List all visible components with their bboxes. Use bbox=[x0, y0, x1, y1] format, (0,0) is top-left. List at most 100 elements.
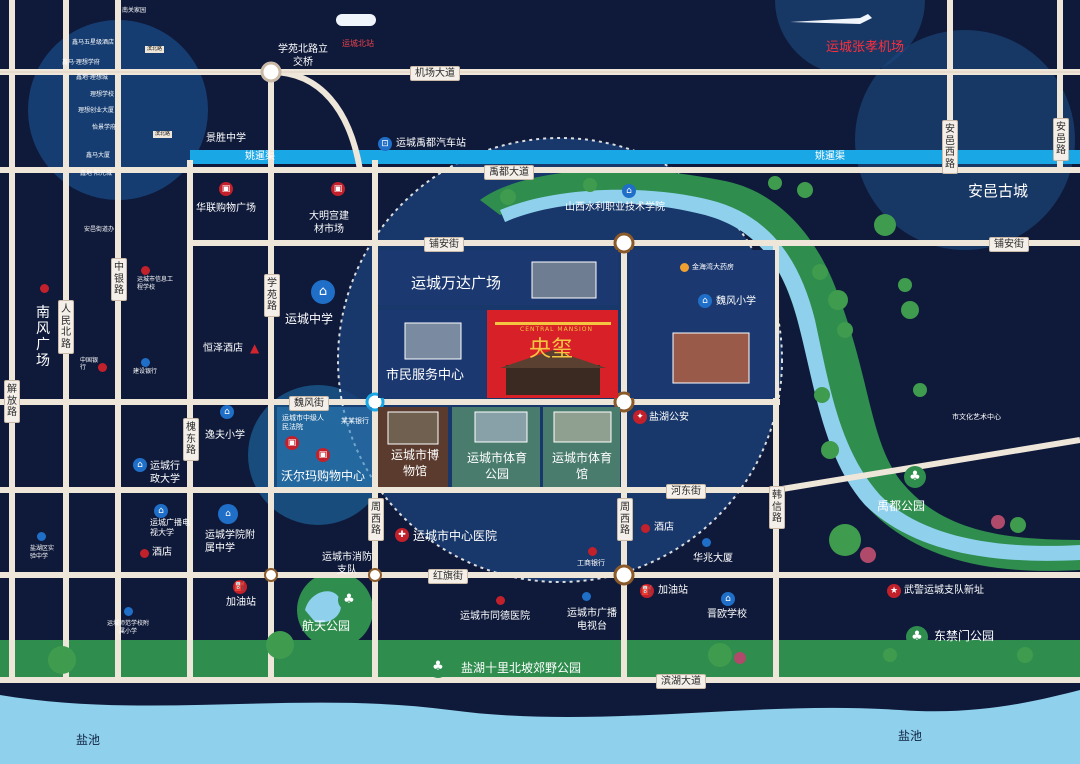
hero-brand[interactable]: 央玺 bbox=[529, 337, 574, 362]
walmart-label: 沃尔玛购物中心 bbox=[281, 469, 366, 483]
road-weifeng: 魏风街 bbox=[289, 396, 329, 411]
inset-item-6: 鑫马大厦 bbox=[86, 152, 111, 159]
stadium-label[interactable]: 运城市体育馆 bbox=[552, 451, 613, 481]
road-anyi: 安邑路 bbox=[1053, 118, 1069, 161]
hotel-pin-icon: ▲ bbox=[250, 341, 260, 355]
road-zhouxi-south: 周西路 bbox=[368, 498, 384, 541]
court-icon: ▣ bbox=[285, 436, 299, 450]
hangtian-park-label: 航天公园 bbox=[302, 619, 351, 633]
gas-icon: ⛽ bbox=[640, 584, 654, 598]
road-hanxin: 韩信路 bbox=[769, 486, 785, 529]
school-icon: ⌂ bbox=[220, 405, 234, 419]
bus-icon: ⊡ bbox=[378, 137, 392, 151]
road-binhu: 滨湖大道 bbox=[656, 674, 706, 689]
sports-park-label[interactable]: 运城市体育公园 bbox=[466, 451, 527, 481]
road-hedong: 河东街 bbox=[666, 484, 706, 499]
road-hongqi: 红旗街 bbox=[428, 569, 468, 584]
art-center-label: 市文化艺术中心 bbox=[952, 413, 1001, 421]
jinou-label: 晋欧学校 bbox=[707, 609, 747, 620]
hualian-label: 华联购物广场 bbox=[196, 203, 256, 214]
airport-label: 运城张孝机场 bbox=[826, 40, 905, 55]
ccb-label: 建设银行 bbox=[133, 368, 158, 375]
road-xueyuan: 学苑路 bbox=[264, 274, 280, 317]
pharmacy-icon bbox=[680, 263, 689, 272]
road-puan: 铺安街 bbox=[424, 237, 464, 252]
school-icon bbox=[124, 607, 133, 616]
shimin-label[interactable]: 市民服务中心 bbox=[386, 368, 465, 383]
bus-station-label: 运城禹都汽车站 bbox=[396, 138, 466, 149]
nanfeng-label: 南风广场 bbox=[36, 305, 50, 370]
museum-label[interactable]: 运城市博物馆 bbox=[390, 448, 439, 478]
zhongxin-hosp-label: 运城市中心医院 bbox=[413, 529, 498, 543]
police-label: 盐湖公安 bbox=[649, 412, 689, 423]
hospital-icon: ✚ bbox=[395, 528, 409, 542]
salt-lake-east: 盐池 bbox=[898, 729, 923, 743]
canal-east: 姚暹渠 bbox=[815, 151, 845, 162]
hero-brand-sub: CENTRAL MANSION bbox=[520, 326, 593, 333]
school-icon: ⌂ bbox=[698, 294, 712, 308]
pharmacy-label: 金海湾大药房 bbox=[692, 263, 734, 271]
inset-item-5: 怡景学府 bbox=[92, 124, 117, 131]
xinfu-label: 运城市信息工程学校 bbox=[137, 276, 174, 291]
anyi-label: 安邑古城 bbox=[968, 182, 1029, 200]
xuefu-label: 运城学院附属中学 bbox=[205, 530, 255, 554]
bank-inside-label: 某某银行 bbox=[341, 417, 369, 425]
chinabank-label: 中国银行 bbox=[80, 357, 99, 372]
hotel2-label: 酒店 bbox=[654, 522, 674, 533]
dongjin-park-label: 东禁门公园 bbox=[934, 629, 995, 643]
road-yudu: 禹都大道 bbox=[484, 165, 534, 180]
wanda-label[interactable]: 运城万达广场 bbox=[411, 274, 502, 292]
road-huaidong: 槐东路 bbox=[183, 418, 199, 461]
bank-icon bbox=[98, 363, 107, 372]
yanhu-park-label: 盐湖十里北坡郊野公园 bbox=[461, 661, 582, 675]
tv-icon bbox=[582, 592, 591, 601]
train-station-label: 运城北站 bbox=[342, 39, 374, 48]
gas2-label: 加油站 bbox=[658, 585, 688, 596]
wujing-label: 武警运城支队新址 bbox=[904, 585, 984, 596]
yudu-park-label: 禹都公园 bbox=[877, 499, 926, 513]
park-tree-icon: ♣ bbox=[338, 589, 360, 611]
gas-label: 加油站 bbox=[226, 597, 256, 608]
huazhao-label: 华兆大厦 bbox=[693, 553, 733, 564]
hotel-icon bbox=[641, 524, 650, 533]
school-icon bbox=[141, 266, 150, 275]
inset-item-2: 鑫地·理想城 bbox=[76, 74, 108, 81]
park-tree-icon: ♣ bbox=[906, 626, 928, 648]
gas-icon: ⛽ bbox=[233, 580, 247, 594]
school-icon: ⌂ bbox=[154, 504, 168, 518]
hotel-icon bbox=[140, 549, 149, 558]
xiaofang-label: 运城市消防支队 bbox=[322, 552, 372, 576]
building-icon bbox=[702, 538, 711, 547]
inset-item-7: 鑫地·阳光城 bbox=[80, 170, 112, 177]
interchange-label: 学苑北路立交桥 bbox=[278, 44, 328, 68]
dianshi-label: 运城广播电视大学 bbox=[150, 518, 190, 538]
park-tree-icon: ♣ bbox=[904, 466, 926, 488]
daming-label: 大明宫建材市场 bbox=[309, 211, 349, 235]
yifu-label: 逸夫小学 bbox=[205, 430, 245, 441]
jingsheng-label: 景胜中学 bbox=[206, 133, 246, 144]
bank-icon bbox=[141, 358, 150, 367]
road-anyixi: 安邑西路 bbox=[942, 120, 958, 174]
hengze-label: 恒泽酒店 bbox=[203, 343, 243, 354]
office-icon bbox=[40, 284, 49, 293]
inset-road-2: 滨北路 bbox=[153, 131, 173, 138]
school-icon: ⌂ bbox=[721, 592, 735, 606]
weifeng-school-label: 魏风小学 bbox=[716, 296, 756, 307]
inset-top-label: 南关家园 bbox=[122, 7, 147, 14]
road-zhongyin: 中银路 bbox=[111, 258, 127, 301]
park-tree-icon: ♣ bbox=[427, 656, 449, 678]
yanhu-school-label: 盐湖区实验中学 bbox=[30, 545, 55, 560]
police-icon: ✦ bbox=[633, 410, 647, 424]
market-icon: ▣ bbox=[331, 182, 345, 196]
school-icon: ⌂ bbox=[218, 504, 238, 524]
college-icon: ⌂ bbox=[622, 184, 636, 198]
inset-item-3: 理想学校 bbox=[90, 91, 115, 98]
xingzheng-label: 运城行政大学 bbox=[150, 461, 180, 485]
hospital-icon bbox=[496, 596, 505, 605]
road-renmin-north: 人民北路 bbox=[58, 300, 74, 354]
yuncheng-ms-label: 运城中学 bbox=[285, 312, 334, 326]
tongde-label: 运城市同德医院 bbox=[460, 611, 530, 622]
inset-road-1: 滨北路 bbox=[145, 46, 165, 53]
